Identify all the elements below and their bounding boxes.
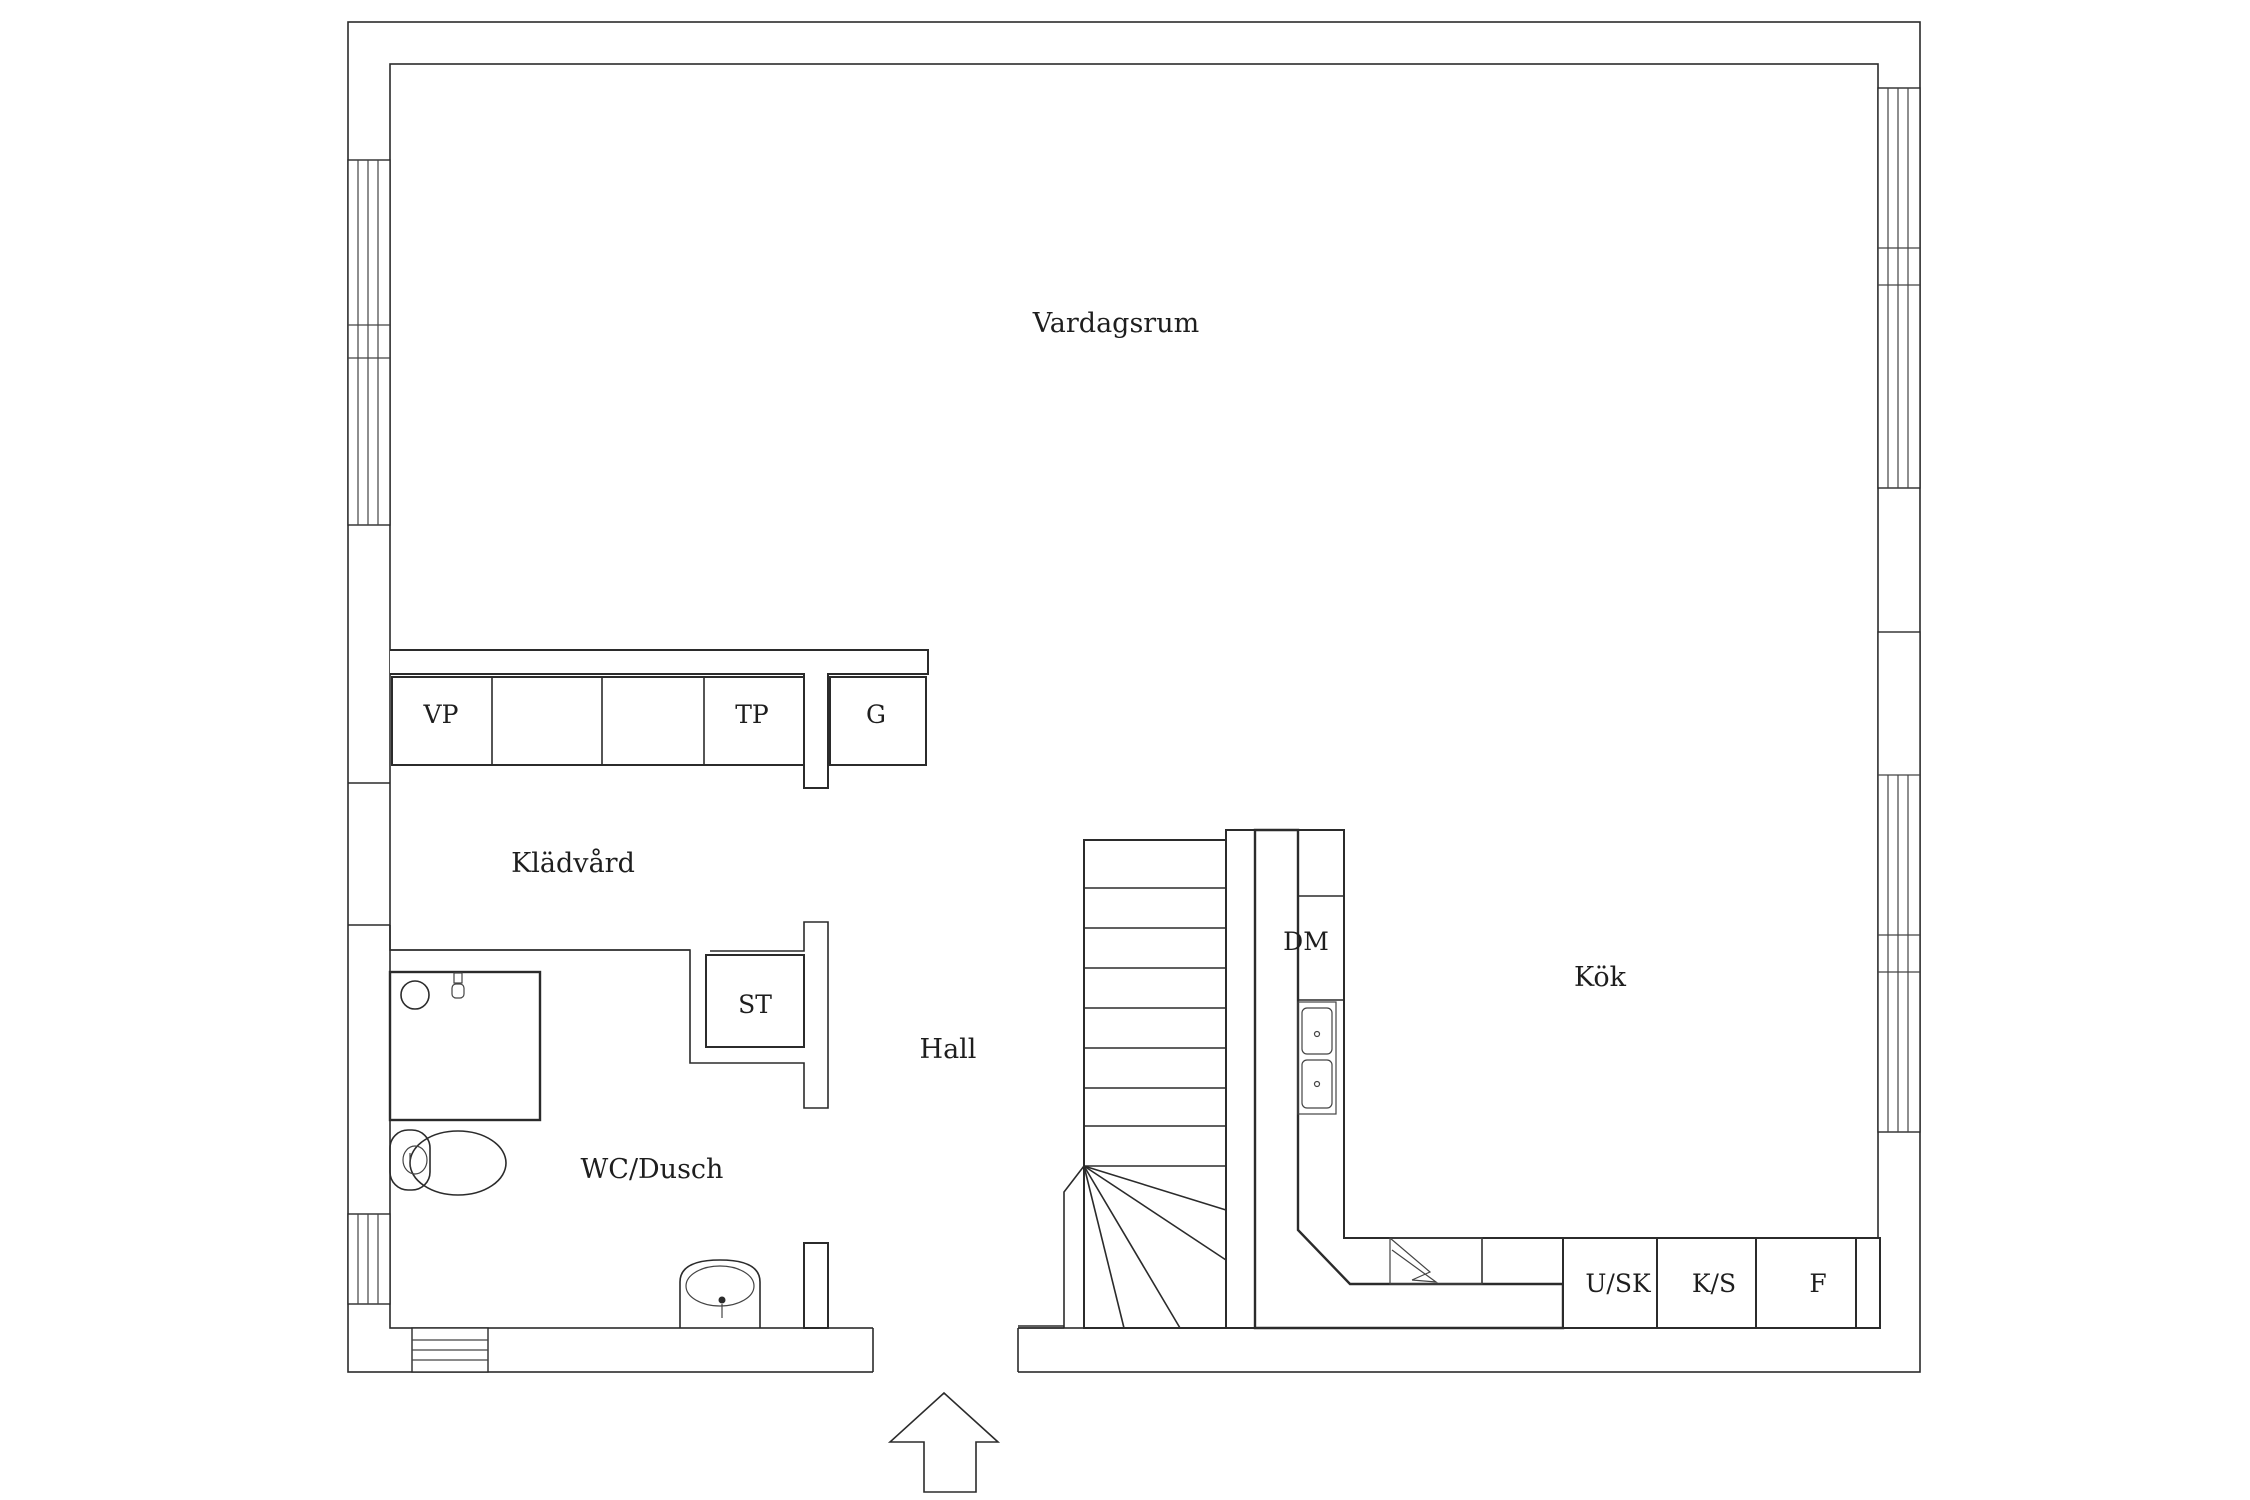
room-labels: Vardagsrum Klädvård Hall WC/Dusch Kök (511, 308, 1627, 1185)
entrance-arrow-icon (887, 1391, 1001, 1493)
interior-walls (348, 649, 1257, 1329)
room-label-wc-dusch: WC/Dusch (581, 1154, 724, 1185)
room-label-vardagsrum: Vardagsrum (1032, 308, 1199, 339)
fixture-label-vp: VP (423, 700, 459, 729)
fixture-labels: VP TP G ST DM U/SK K/S F (423, 700, 1827, 1298)
fixture-label-g: G (866, 700, 886, 729)
washbasin-icon (679, 1259, 761, 1328)
fixture-label-st: ST (738, 990, 772, 1019)
shower-icon (388, 970, 542, 1122)
fixture-label-tp: TP (735, 700, 769, 729)
staircase (1018, 839, 1227, 1329)
windows (347, 87, 1921, 1373)
fixture-label-dm: DM (1283, 927, 1329, 956)
room-label-hall: Hall (920, 1034, 977, 1065)
laundry-cabinets (391, 676, 927, 766)
room-label-kok: Kök (1574, 962, 1627, 993)
fixture-label-usk: U/SK (1585, 1269, 1652, 1298)
hob-icon (1389, 1237, 1483, 1285)
bathroom-fixtures (388, 970, 761, 1328)
sink-icon (1297, 1001, 1337, 1115)
fixture-label-ks: K/S (1692, 1269, 1736, 1298)
kitchen-counter (1253, 828, 1881, 1330)
toilet-icon (389, 1129, 507, 1196)
fixture-label-f: F (1809, 1269, 1826, 1298)
room-label-kladvard: Klädvård (511, 847, 635, 879)
